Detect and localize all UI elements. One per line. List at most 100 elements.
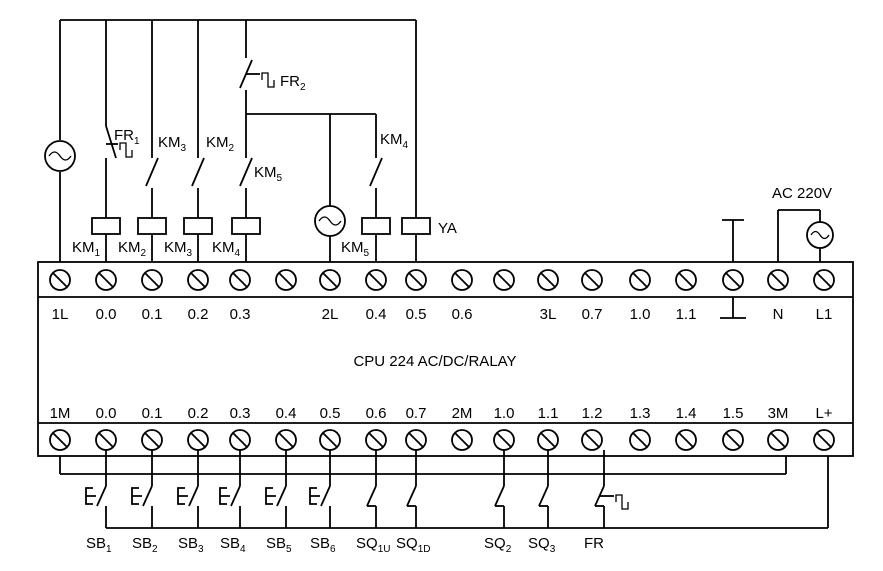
coil-km1	[91, 217, 121, 235]
cpu-label: CPU 224 AC/DC/RALAY	[353, 353, 516, 370]
top-terminal[interactable]	[451, 269, 473, 291]
top-terminal-label: 1L	[52, 306, 69, 323]
top-terminal[interactable]	[493, 269, 515, 291]
km5-contact	[239, 157, 253, 187]
bottom-terminal[interactable]	[581, 429, 603, 451]
input-label: SB5	[266, 535, 292, 555]
input-device	[494, 450, 505, 528]
top-terminal-label: 1.1	[676, 306, 697, 323]
bottom-terminal[interactable]	[141, 429, 163, 451]
bottom-terminal[interactable]	[767, 429, 789, 451]
top-terminal[interactable]	[319, 269, 341, 291]
coil-km4	[231, 217, 261, 235]
bottom-terminal[interactable]	[537, 429, 559, 451]
bottom-terminal[interactable]	[451, 429, 473, 451]
top-terminal[interactable]	[141, 269, 163, 291]
fr2-contact	[239, 59, 275, 89]
ground-icon	[720, 219, 746, 319]
input-device	[265, 450, 287, 528]
bottom-terminal-label: 1.4	[676, 405, 697, 422]
bottom-terminal[interactable]	[187, 429, 209, 451]
bottom-terminal-label: 1.3	[630, 405, 651, 422]
input-device	[406, 450, 417, 528]
bottom-terminal-label: 0.3	[230, 405, 251, 422]
top-terminal-label: 0.0	[96, 306, 117, 323]
bottom-terminal[interactable]	[675, 429, 697, 451]
top-terminal[interactable]	[813, 269, 835, 291]
bottom-terminal-label: 0.7	[406, 405, 427, 422]
power-label: AC 220V	[772, 185, 832, 202]
contact-label-km3: KM3	[158, 134, 187, 154]
bottom-terminal[interactable]	[95, 429, 117, 451]
fr1-contact	[105, 125, 133, 159]
km2-contact	[191, 157, 205, 187]
top-terminal-label: 0.6	[452, 306, 473, 323]
top-terminal[interactable]	[275, 269, 297, 291]
input-device	[131, 450, 153, 528]
bottom-terminal-label: 1.5	[723, 405, 744, 422]
coil-km5	[361, 217, 391, 235]
bottom-terminal[interactable]	[813, 429, 835, 451]
bottom-terminal[interactable]	[493, 429, 515, 451]
top-terminal-label: N	[773, 306, 784, 323]
top-terminal[interactable]	[675, 269, 697, 291]
input-device	[219, 450, 241, 528]
power-supply	[777, 209, 834, 262]
top-terminal[interactable]	[229, 269, 251, 291]
bottom-terminal[interactable]	[275, 429, 297, 451]
top-terminal[interactable]	[365, 269, 387, 291]
bottom-terminal[interactable]	[49, 429, 71, 451]
bottom-terminal[interactable]	[405, 429, 427, 451]
bottom-terminal[interactable]	[229, 429, 251, 451]
km4-contact	[369, 157, 383, 187]
output-wiring	[59, 19, 417, 262]
top-terminal-label: 0.2	[188, 306, 209, 323]
bottom-terminal-label: 1.1	[538, 405, 559, 422]
top-terminal-label: 0.1	[142, 306, 163, 323]
coil-label-km5: KM5	[341, 239, 370, 259]
input-label: SQ2	[484, 535, 512, 555]
coil-km2	[137, 217, 167, 235]
top-terminal[interactable]	[405, 269, 427, 291]
top-terminal-label: 0.5	[406, 306, 427, 323]
top-terminal[interactable]	[581, 269, 603, 291]
coil-label-km3: KM3	[164, 239, 193, 259]
top-terminal[interactable]	[722, 269, 744, 291]
bottom-terminal-label: 0.0	[96, 405, 117, 422]
coil-label-ya: YA	[438, 220, 457, 237]
top-terminal-label: 3L	[540, 306, 557, 323]
bottom-terminal-label: 1.2	[582, 405, 603, 422]
bottom-terminal-label: 0.6	[366, 405, 387, 422]
coil-km3	[183, 217, 213, 235]
bottom-terminal-label: 0.1	[142, 405, 163, 422]
top-terminal-label: 2L	[322, 306, 339, 323]
top-terminal[interactable]	[187, 269, 209, 291]
top-terminal[interactable]	[95, 269, 117, 291]
bottom-terminal-label: L+	[815, 405, 832, 422]
top-terminal[interactable]	[629, 269, 651, 291]
bottom-terminal[interactable]	[319, 429, 341, 451]
input-device	[177, 450, 199, 528]
top-terminal-label: 0.4	[366, 306, 387, 323]
top-terminal[interactable]	[537, 269, 559, 291]
top-terminal-label: 0.7	[582, 306, 603, 323]
input-label: FR	[584, 535, 604, 552]
coil-label-km1: KM1	[72, 239, 101, 259]
ac-source-icon	[314, 205, 346, 237]
bottom-terminal-label: 0.2	[188, 405, 209, 422]
input-device	[366, 450, 377, 528]
bottom-terminal[interactable]	[629, 429, 651, 451]
top-terminal-label: 0.3	[230, 306, 251, 323]
km3-contact	[145, 157, 159, 187]
bottom-terminal[interactable]	[722, 429, 744, 451]
bottom-terminal[interactable]	[365, 429, 387, 451]
contact-label-fr2: FR2	[280, 73, 306, 93]
top-terminal[interactable]	[767, 269, 789, 291]
top-terminal[interactable]	[49, 269, 71, 291]
input-wiring	[59, 456, 829, 529]
bottom-terminal-label: 0.4	[276, 405, 297, 422]
bottom-terminal-label: 1M	[50, 405, 71, 422]
coil-label-km2: KM2	[118, 239, 147, 259]
input-label: SB2	[132, 535, 158, 555]
